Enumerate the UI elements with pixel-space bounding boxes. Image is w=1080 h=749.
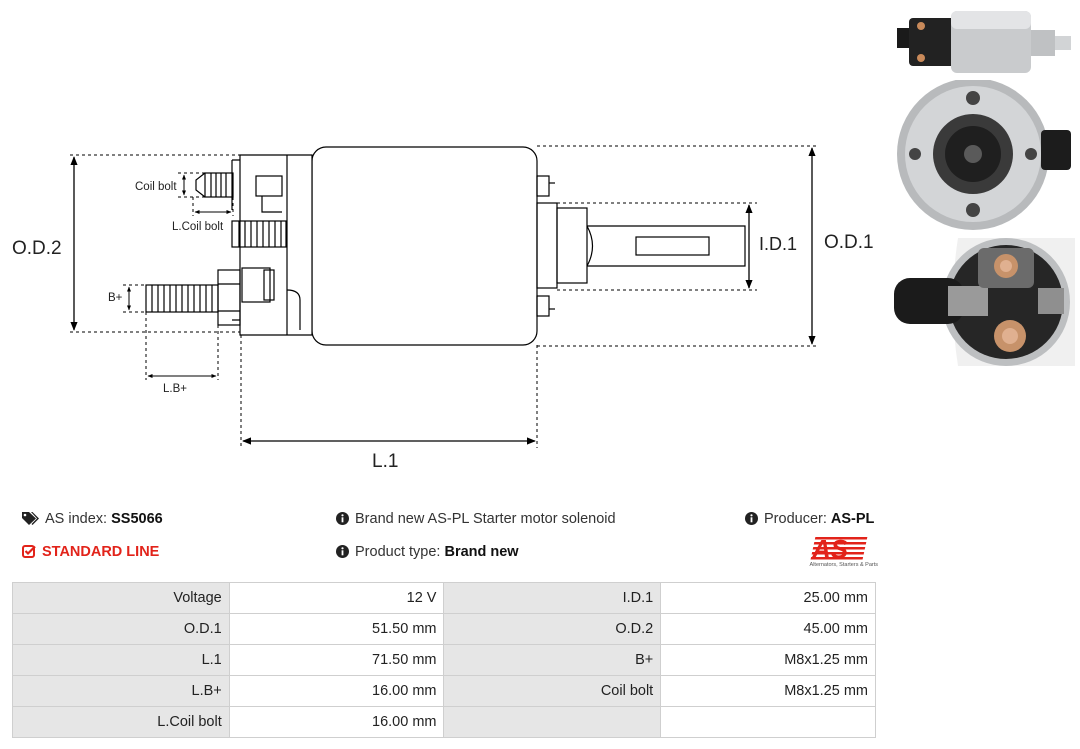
table-row: L.1 71.50 mm B+ M8x1.25 mm xyxy=(12,644,876,676)
as-index-label: AS index: xyxy=(45,511,108,527)
logo-tagline: Alternators, Starters & Parts xyxy=(809,562,878,568)
product-type-value: Brand new xyxy=(444,544,519,560)
od1-label: O.D.1 xyxy=(824,232,874,253)
product-type: Product type: Brand new xyxy=(336,544,519,560)
b-plus-label: B+ xyxy=(108,292,123,304)
spec-value: M8x1.25 mm xyxy=(660,675,876,707)
spec-value: 25.00 mm xyxy=(660,582,876,614)
id1-label: I.D.1 xyxy=(759,234,797,254)
spec-label xyxy=(443,706,662,738)
spec-label: L.B+ xyxy=(12,675,230,707)
product-type-label: Product type: xyxy=(355,544,441,560)
spec-label: Coil bolt xyxy=(443,675,662,707)
standard-line-label: STANDARD LINE xyxy=(42,544,160,560)
spec-label: L.Coil bolt xyxy=(12,706,230,738)
info-circle-icon xyxy=(336,512,349,525)
table-row: Voltage 12 V I.D.1 25.00 mm xyxy=(12,582,876,614)
lcoil-bolt-thread xyxy=(231,220,287,248)
product-photo-side xyxy=(897,11,1071,73)
spec-label: Voltage xyxy=(12,582,230,614)
svg-text:AS: AS xyxy=(811,534,849,562)
specs-table: Voltage 12 V I.D.1 25.00 mm O.D.1 51.50 … xyxy=(12,582,876,738)
spec-label: O.D.2 xyxy=(443,613,662,645)
info-circle-icon xyxy=(745,512,758,525)
as-index-value: SS5066 xyxy=(111,511,163,527)
description-text: Brand new AS-PL Starter motor solenoid xyxy=(355,511,616,527)
spec-value: 16.00 mm xyxy=(228,706,445,738)
spec-value: 71.50 mm xyxy=(228,644,445,676)
l-b-plus-label: L.B+ xyxy=(163,383,187,395)
spec-value: 16.00 mm xyxy=(228,675,445,707)
spec-value: 12 V xyxy=(228,582,445,614)
info-circle-icon xyxy=(336,545,349,558)
od2-label: O.D.2 xyxy=(12,238,62,259)
spec-label: B+ xyxy=(443,644,662,676)
solenoid-dimension-diagram: O.D.2 O.D.1 I.D.1 L.1 Coil bolt L.Coil b… xyxy=(12,145,874,472)
product-photo-front xyxy=(897,80,1071,230)
check-square-icon xyxy=(22,545,36,558)
description: Brand new AS-PL Starter motor solenoid xyxy=(336,511,616,527)
table-row: O.D.1 51.50 mm O.D.2 45.00 mm xyxy=(12,613,876,645)
bplus-thread xyxy=(145,269,241,326)
as-pl-logo: AS Alternators, Starters & Parts xyxy=(764,534,878,570)
spec-value: M8x1.25 mm xyxy=(660,644,876,676)
spec-value xyxy=(660,706,876,738)
producer-label: Producer: xyxy=(764,511,827,527)
plunger xyxy=(536,175,746,317)
spec-value: 45.00 mm xyxy=(660,613,876,645)
coil-bolt-thread xyxy=(195,172,234,198)
tags-icon xyxy=(22,512,39,525)
as-index: AS index: SS5066 xyxy=(22,511,163,527)
coil-bolt-label: Coil bolt xyxy=(135,181,177,193)
l-coil-bolt-label: L.Coil bolt xyxy=(172,221,224,233)
standard-line: STANDARD LINE xyxy=(22,544,159,560)
spec-label: I.D.1 xyxy=(443,582,662,614)
solenoid-body xyxy=(311,146,538,346)
spec-value: 51.50 mm xyxy=(228,613,445,645)
table-row: L.B+ 16.00 mm Coil bolt M8x1.25 mm xyxy=(12,675,876,707)
table-row: L.Coil bolt 16.00 mm xyxy=(12,706,876,738)
spec-label: O.D.1 xyxy=(12,613,230,645)
l1-label: L.1 xyxy=(372,451,398,472)
as-logo-mark: AS xyxy=(810,534,868,564)
product-photo-terminals xyxy=(894,238,1075,366)
spec-label: L.1 xyxy=(12,644,230,676)
producer-value: AS-PL xyxy=(830,511,875,527)
producer: Producer: AS-PL xyxy=(745,511,874,527)
